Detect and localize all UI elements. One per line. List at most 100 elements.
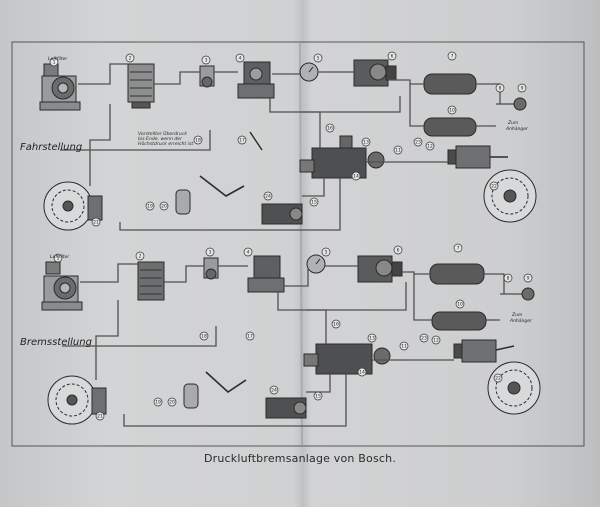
callout-number: 1 [53, 60, 56, 66]
brake-valve-top [299, 135, 385, 179]
governor-top [199, 65, 215, 88]
brake-drum-left-top [43, 181, 103, 231]
callout-number: 12 [433, 338, 439, 344]
callout-number: 13 [369, 336, 375, 342]
mode-label-bremsstellung: Bremsstellung [20, 337, 92, 348]
callout-number: 15 [311, 200, 317, 206]
air-tank-2-bottom [431, 311, 487, 331]
callout-number: 7 [451, 54, 454, 60]
callout-number: 11 [401, 344, 407, 350]
callout-number: 12 [427, 144, 433, 150]
diagram-frame [11, 41, 585, 447]
mode-label-fahrstellung: Fahrstellung [20, 142, 83, 153]
governor-bottom [203, 257, 219, 280]
trailer-coupling-bottom [500, 287, 535, 301]
luftfilter-bottom-label: Luftfilter [50, 254, 70, 260]
callout-number: 18 [201, 334, 207, 340]
pipes-bottom [62, 263, 505, 427]
callout-number: 18 [195, 138, 201, 144]
callout-number: 24 [265, 194, 271, 200]
callout-number: 10 [449, 108, 455, 114]
callout-number: 8 [499, 86, 502, 92]
canister-top [175, 189, 191, 215]
callout-number: 2 [129, 56, 132, 62]
callout-number: 16 [333, 322, 339, 328]
callout-number: 23 [415, 140, 421, 146]
callout-number: 9 [527, 276, 530, 282]
brake-valve-bottom [303, 343, 391, 375]
callout-number: 23 [421, 336, 427, 342]
air-filter-unit-bottom [137, 261, 165, 301]
callout-number: 9 [521, 86, 524, 92]
zum-anhaenger-top-line2: Anhänger [505, 126, 529, 132]
callout-number: 1 [57, 256, 60, 262]
callout-number: 5 [317, 56, 320, 62]
callout-number: 2 [139, 254, 142, 260]
callout-number: 7 [457, 246, 460, 252]
relay-valve-bottom [357, 255, 403, 283]
callout-number: 8 [507, 276, 510, 282]
zum-anhaenger-bottom-line1: Zum [511, 312, 523, 318]
callout-number: 22 [491, 184, 497, 190]
callout-number: 4 [247, 250, 250, 256]
callout-number: 20 [169, 400, 175, 406]
callout-number: 6 [391, 54, 394, 60]
brake-pedal-bottom [205, 371, 247, 394]
figure-caption: Druckluftbremsanlage von Bosch. [203, 452, 397, 465]
hand-brake-cylinder-top [261, 203, 303, 225]
pressure-note-line-3: Höchstdruck erreicht ist [138, 142, 194, 147]
brake-drum-right-bottom [487, 361, 541, 415]
callout-number: 15 [315, 394, 321, 400]
callout-number: 14 [359, 370, 365, 376]
air-tank-2-top [423, 117, 477, 137]
trailer-coupling-top [496, 97, 527, 111]
air-tank-1-top [423, 73, 477, 95]
air-filter-unit-top [127, 63, 155, 109]
callout-number: 19 [155, 400, 161, 406]
relay-valve-top [353, 59, 397, 87]
callout-number: 16 [327, 126, 333, 132]
callout-number: 17 [239, 138, 245, 144]
canister-bottom [183, 383, 199, 409]
pipes-top [60, 63, 501, 231]
zum-anhaenger-top-line1: Zum [507, 120, 519, 126]
brake-drum-left-bottom [47, 375, 107, 425]
callout-number: 20 [161, 204, 167, 210]
book-fold [299, 41, 303, 447]
unloader-valve-top [237, 61, 275, 99]
callout-number: 19 [147, 204, 153, 210]
callout-number: 6 [397, 248, 400, 254]
pressure-note-line-2: bis Ende, wenn der [138, 137, 183, 142]
hand-brake-cylinder-bottom [265, 397, 307, 419]
callout-number: 17 [247, 334, 253, 340]
callout-number: 21 [97, 414, 103, 420]
brake-pedal-top [199, 175, 245, 197]
callout-number: 3 [205, 58, 208, 64]
callout-number: 3 [209, 250, 212, 256]
callout-number: 10 [457, 302, 463, 308]
zum-anhaenger-bottom-line2: Anhänger [509, 318, 533, 324]
callout-number: 22 [495, 376, 501, 382]
unloader-valve-bottom [247, 255, 285, 293]
compressor-bottom [41, 261, 83, 311]
air-tank-1-bottom [429, 263, 485, 285]
pressure-note: Vorstellter Überdruck bis Ende, wenn der… [138, 132, 193, 147]
callout-number: 11 [395, 148, 401, 154]
brake-cylinder-bottom [453, 339, 515, 363]
brake-drum-right-top [483, 169, 537, 223]
luftfilter-top-label: Luftfilter [48, 56, 68, 62]
callout-number: 24 [271, 388, 277, 394]
pressure-note-line-1: Vorstellter Überdruck [138, 132, 188, 137]
compressor-top [39, 63, 81, 111]
brake-cylinder-top [447, 145, 508, 169]
callout-number: 14 [353, 174, 359, 180]
callout-number: 4 [239, 56, 242, 62]
callout-number: 21 [93, 220, 99, 226]
callout-number: 5 [325, 250, 328, 256]
